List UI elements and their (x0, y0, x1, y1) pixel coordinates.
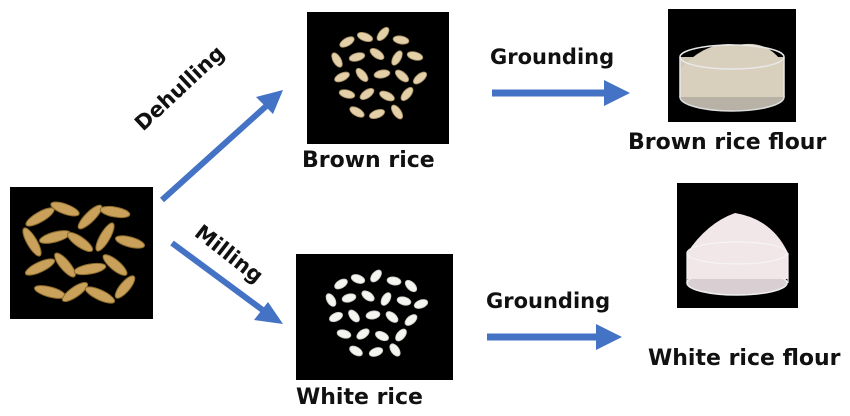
grounding-bottom-label: Grounding (486, 289, 610, 313)
dehulling-arrow (162, 99, 274, 200)
grounding-bottom-arrowhead (596, 324, 622, 350)
grounding-top-label: Grounding (490, 45, 614, 69)
brown-rice-label: Brown rice (302, 148, 435, 173)
white-rice-label: White rice (296, 385, 423, 410)
paddy-rice-image (10, 187, 153, 319)
white-rice-image (296, 254, 453, 380)
brown-rice-flour-image (668, 9, 796, 122)
white-rice-flour-image (677, 183, 798, 308)
brown-rice-flour-label: Brown rice flour (628, 130, 826, 155)
brown-flour-dish-illustration (668, 9, 796, 122)
grounding-top-arrowhead (604, 80, 630, 106)
white-flour-dish-illustration (677, 183, 798, 308)
white-rice-grains-illustration (296, 254, 453, 380)
brown-rice-image (307, 12, 449, 144)
brown-rice-grains-illustration (307, 12, 449, 144)
paddy-grains-illustration (10, 187, 153, 319)
white-rice-flour-label: White rice flour (648, 346, 841, 371)
